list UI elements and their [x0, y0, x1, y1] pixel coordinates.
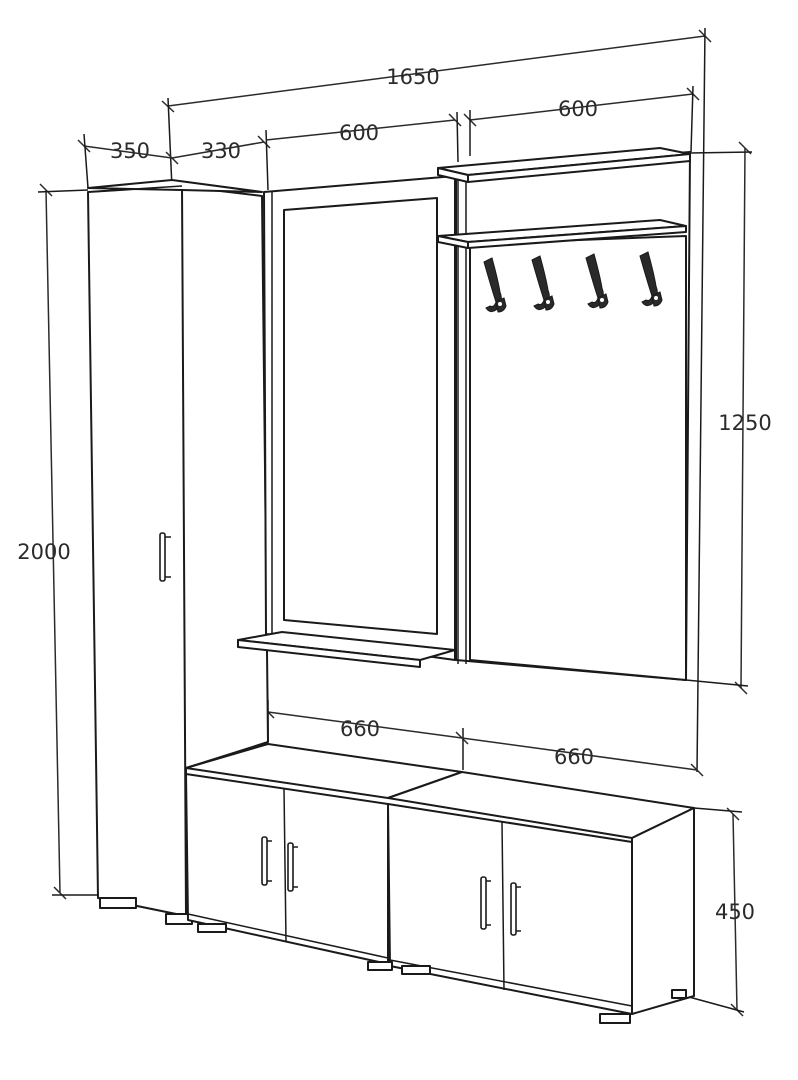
coat-hook-icon: [585, 253, 609, 309]
mirror-panel: [237, 175, 456, 668]
bench-right-door-handle: [480, 876, 491, 930]
bench-right-cabinet: [387, 803, 633, 1015]
dim-tall-cabinet-width: 350: [110, 139, 150, 163]
dim-hanger-width: 600: [558, 97, 598, 121]
coat-hooks: [483, 251, 663, 313]
dim-bench-left-width: 660: [340, 717, 380, 741]
coat-hanger-panel: [437, 147, 691, 681]
dim-total-width: 1650: [386, 65, 439, 89]
dim-total-height: 2000: [17, 540, 70, 564]
tall-cabinet-handle: [159, 532, 171, 582]
coat-hook-icon: [531, 255, 555, 311]
bench-left-door-handle: [287, 842, 298, 892]
top-shelf: [437, 147, 691, 183]
coat-hook-icon: [639, 251, 663, 307]
bench-left-door-handle: [261, 836, 272, 886]
tall-cabinet: [87, 179, 269, 925]
dim-hanger-height: 1250: [718, 411, 771, 435]
bench: [185, 743, 695, 1024]
dimension-labels: 1650 350 330 600 600 2000 1250 660 660 4…: [17, 65, 771, 924]
dimension-lines: [37, 27, 753, 1017]
dim-bench-height: 450: [715, 900, 755, 924]
middle-shelf: [437, 219, 687, 249]
dim-mirror-width: 600: [339, 121, 379, 145]
bench-right-door-handle: [510, 882, 521, 936]
dim-bench-right-width: 660: [554, 745, 594, 769]
mirror: [283, 197, 438, 635]
coat-hook-icon: [483, 257, 507, 313]
dim-gap-width: 330: [201, 139, 241, 163]
